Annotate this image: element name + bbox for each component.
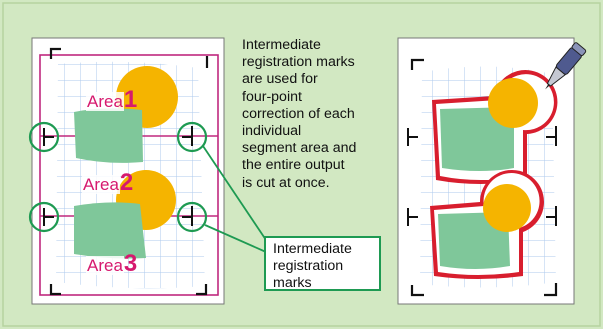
left-sheet — [28, 37, 267, 305]
left-crop-marks — [49, 47, 209, 296]
left-intermediate-marks — [43, 126, 193, 226]
description-text: Intermediate registration marks are used… — [242, 37, 392, 192]
description-line: the entire output — [242, 157, 345, 174]
right-sheet — [397, 37, 587, 305]
description-line: registration marks — [242, 54, 355, 71]
area-number: 3 — [123, 250, 138, 277]
area-number: 2 — [119, 169, 134, 196]
callout-leader-lines — [202, 145, 267, 253]
description-line: four-point — [242, 88, 302, 105]
callout-line: registration — [273, 258, 344, 274]
description-line: is cut at once. — [242, 174, 330, 191]
area-2-label: Area2 — [82, 171, 133, 195]
description-line: Intermediate — [242, 37, 321, 53]
cutter-pen-icon — [545, 42, 587, 90]
callout-line: Intermediate — [273, 241, 352, 257]
right-intermediate-marks — [407, 126, 557, 226]
left-magenta-outline — [39, 54, 219, 296]
upper-segment-circle — [488, 78, 538, 128]
area-1-label: Area1 — [86, 88, 137, 112]
right-crop-marks — [410, 58, 558, 297]
upper-segment-shape — [440, 107, 514, 171]
mark-highlight-circles — [28, 121, 208, 233]
intermediate-marks-callout: Intermediate registration marks — [264, 236, 381, 291]
area-word: Area — [86, 256, 124, 275]
area2-shape — [74, 202, 146, 259]
area-word: Area — [86, 92, 124, 111]
area-word: Area — [82, 175, 120, 194]
area-number: 1 — [123, 86, 138, 113]
area1-shape — [74, 108, 143, 163]
lower-segment-circle — [483, 184, 531, 232]
description-line: segment area and — [242, 140, 357, 157]
callout-line: marks — [273, 275, 312, 291]
description-line: correction of each — [242, 105, 355, 122]
description-line: individual — [242, 123, 302, 140]
description-line: are used for — [242, 71, 318, 88]
area-3-label: Area3 — [86, 252, 137, 276]
